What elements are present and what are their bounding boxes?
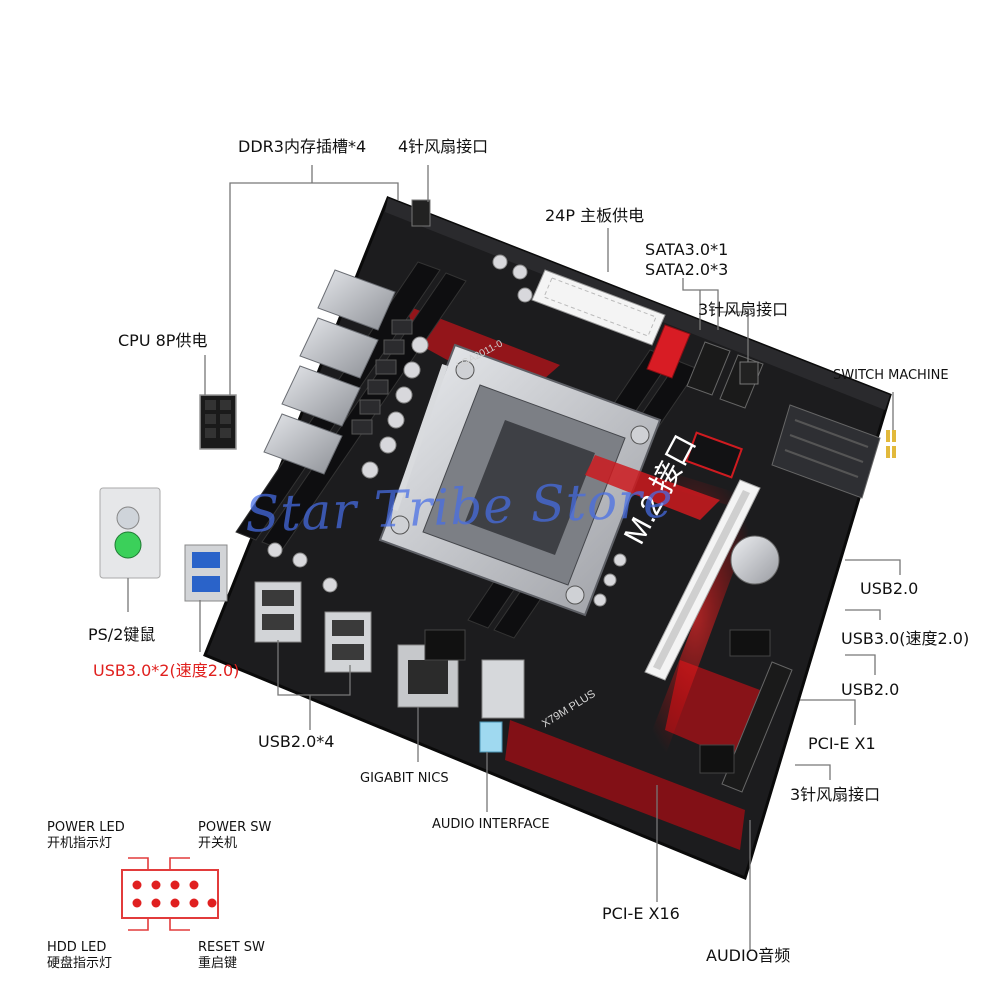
label-usb2-b: USB2.0 bbox=[841, 680, 900, 699]
fp-hdd-led-en: HDD LED bbox=[47, 940, 107, 955]
fp-power-sw: POWER SW 开关机 bbox=[198, 820, 271, 853]
label-pcie-x1: PCI-E X1 bbox=[808, 734, 876, 753]
label-fan3-top: 3针风扇接口 bbox=[698, 300, 789, 319]
chip-2 bbox=[699, 744, 735, 774]
label-fan4: 4针风扇接口 bbox=[398, 137, 489, 156]
front-panel-diagram bbox=[121, 857, 219, 931]
fp-reset-sw-en: RESET SW bbox=[198, 940, 265, 955]
switch-pins bbox=[886, 430, 896, 458]
fan-header-4pin bbox=[411, 199, 431, 227]
leader-lines bbox=[127, 165, 901, 950]
label-audio: AUDIO音频 bbox=[706, 946, 791, 965]
pcie-x1-slot bbox=[721, 661, 793, 793]
fp-power-led: POWER LED 开机指示灯 bbox=[47, 820, 125, 853]
fp-power-led-cn: 开机指示灯 bbox=[47, 836, 113, 852]
label-usb2-rear: USB2.0*4 bbox=[258, 732, 335, 751]
chip-3 bbox=[729, 629, 771, 657]
label-ddr3: DDR3内存插槽*4 bbox=[238, 137, 367, 156]
vrm-heatsinks bbox=[263, 269, 396, 475]
m2-slot bbox=[685, 431, 743, 479]
label-fan3-bottom: 3针风扇接口 bbox=[790, 785, 881, 804]
capacitors bbox=[267, 254, 627, 607]
cpu-8pin-connector bbox=[199, 394, 237, 450]
fp-power-sw-cn: 开关机 bbox=[198, 836, 238, 852]
cmos-battery bbox=[730, 535, 780, 585]
label-pcie-x16: PCI-E X16 bbox=[602, 904, 680, 923]
fp-hdd-led-cn: 硬盘指示灯 bbox=[47, 956, 113, 972]
label-usb30-internal: USB3.0(速度2.0) bbox=[841, 629, 970, 648]
fp-hdd-led: HDD LED 硬盘指示灯 bbox=[47, 940, 112, 973]
label-ps2: PS/2键鼠 bbox=[88, 625, 156, 644]
label-switch: SWITCH MACHINE bbox=[833, 368, 949, 383]
label-usb2-a: USB2.0 bbox=[860, 579, 919, 598]
red-accent-bottom bbox=[505, 720, 745, 850]
chokes bbox=[351, 319, 413, 435]
label-usb30-rear: USB3.0*2(速度2.0) bbox=[93, 661, 240, 680]
chip-1 bbox=[424, 629, 466, 661]
fp-reset-sw: RESET SW 重启键 bbox=[198, 940, 265, 973]
fp-reset-sw-cn: 重启键 bbox=[198, 956, 238, 972]
fp-power-led-en: POWER LED bbox=[47, 820, 125, 835]
fp-power-sw-en: POWER SW bbox=[198, 820, 272, 835]
label-gigabit: GIGABIT NICS bbox=[360, 771, 449, 786]
label-audio-interface: AUDIO INTERFACE bbox=[432, 817, 550, 832]
cpu-socket bbox=[378, 343, 662, 617]
fan-header-top-right bbox=[739, 361, 759, 385]
rear-io bbox=[99, 487, 525, 753]
label-sata2: SATA2.0*3 bbox=[645, 260, 729, 279]
label-cpu8p: CPU 8P供电 bbox=[118, 331, 208, 350]
atx-24pin bbox=[531, 269, 666, 346]
pcie-x16-slot bbox=[585, 455, 761, 770]
label-sata3: SATA3.0*1 bbox=[645, 240, 729, 259]
label-24p: 24P 主板供电 bbox=[545, 206, 645, 225]
